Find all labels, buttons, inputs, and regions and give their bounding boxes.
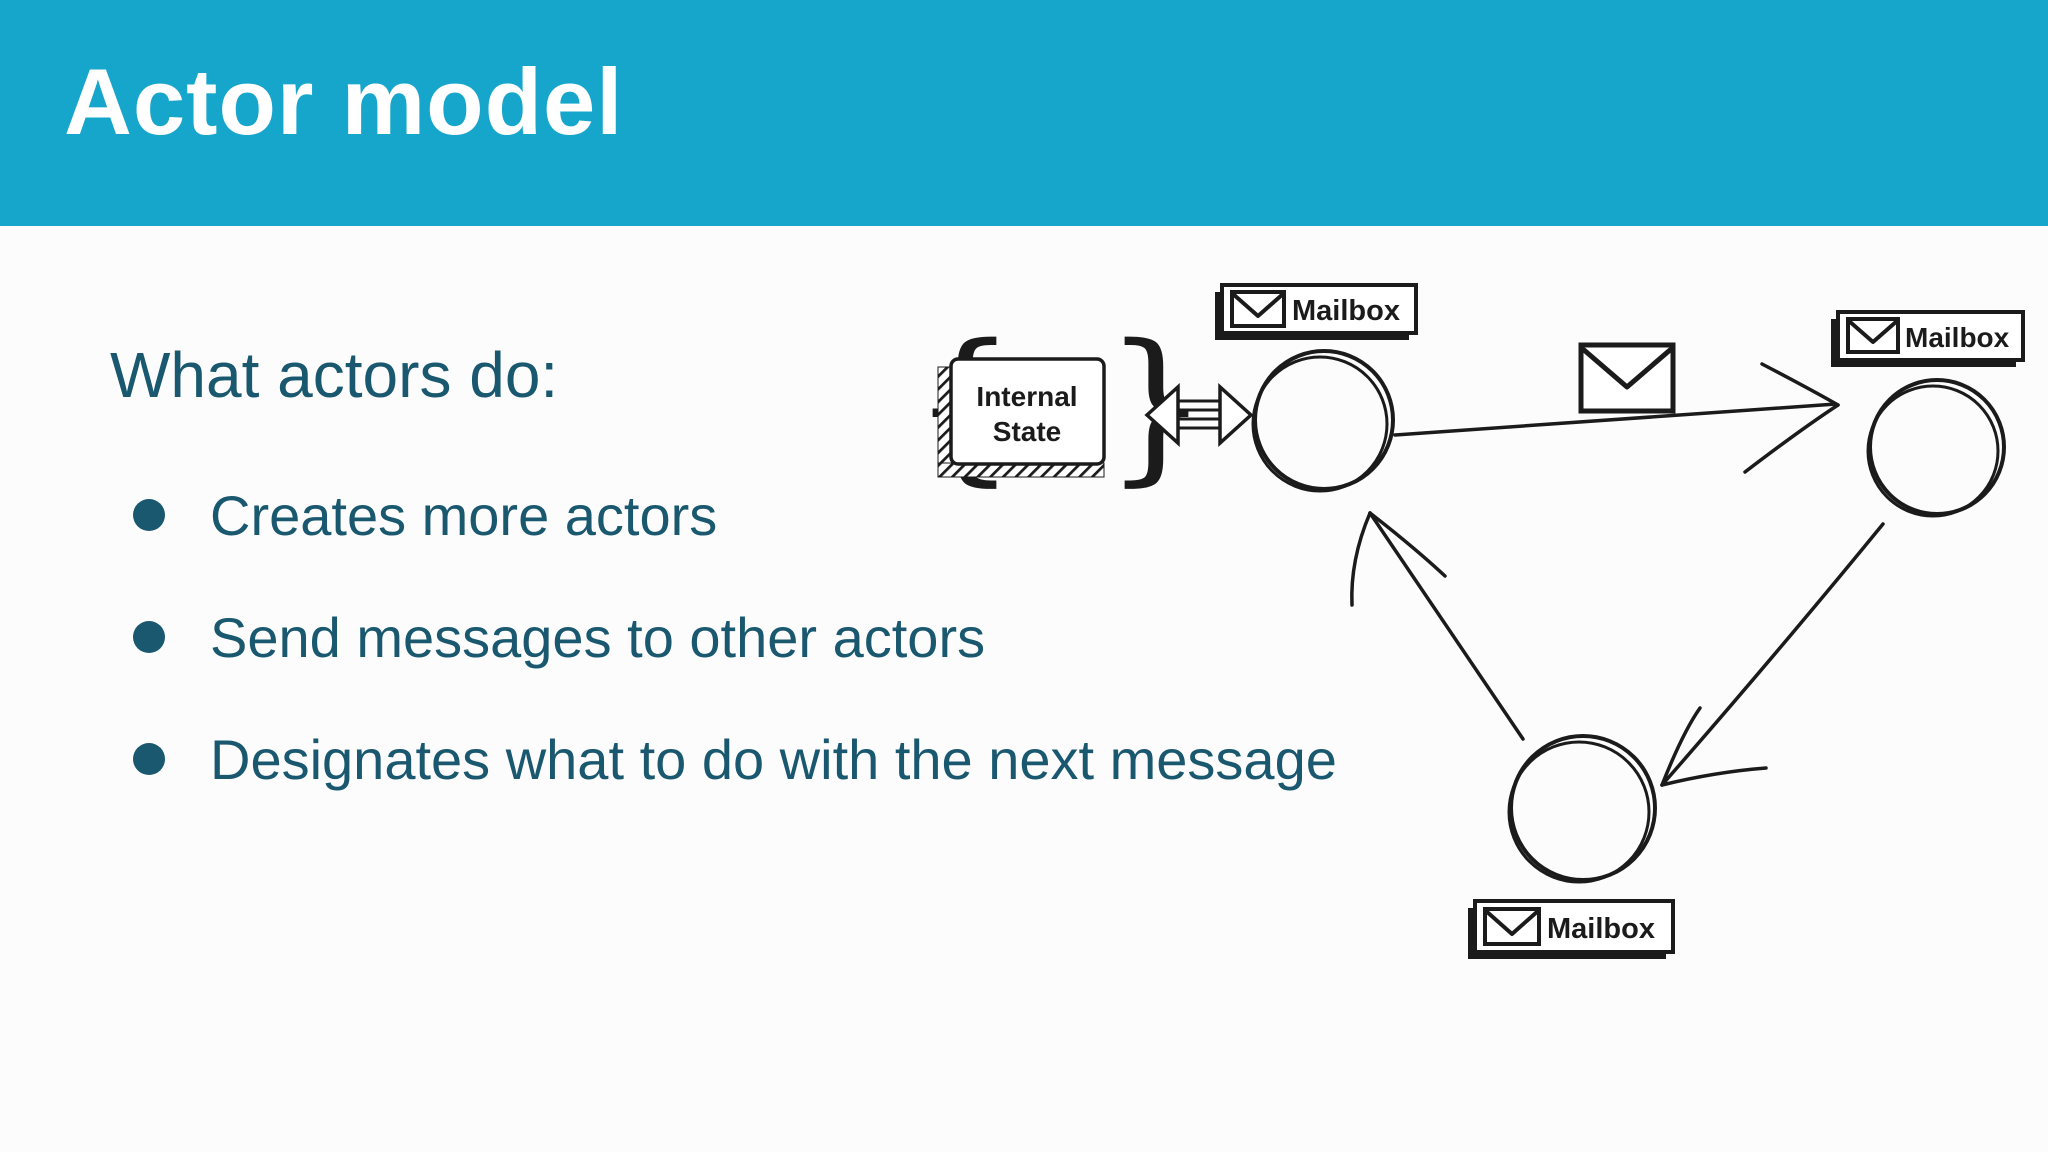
section-heading: What actors do: [110,339,559,411]
bullet-icon [133,499,165,531]
bullet-item: Creates more actors [133,482,1337,548]
arrowhead-left-icon [1144,383,1180,447]
internal-state-label: Internal [976,381,1077,412]
mailbox-bottom: Mailbox [1468,899,1675,959]
message-envelope-icon [1578,342,1676,414]
envelope-icon [1230,290,1286,328]
bullet-text: Designates what to do with the next mess… [210,727,1337,791]
internal-state-box [949,357,1106,466]
actor-bottom [1507,734,1657,884]
bullet-icon [133,621,165,653]
bullet-item: Send messages to other actors [133,604,1337,670]
mailbox-right: Mailbox [1831,310,2025,367]
state-actor-double-arrow [1144,383,1254,447]
internal-state-group: { } Internal State [912,309,1209,501]
actor-top [1251,349,1395,493]
mailbox-label: Mailbox [1547,913,1655,945]
page-title: Actor model [64,49,624,154]
internal-state-label: State [993,416,1061,447]
bullet-text: Creates more actors [210,483,718,547]
actor-right [1866,378,2006,518]
bullet-list: Creates more actors Send messages to oth… [133,482,1337,848]
mailbox-label: Mailbox [1292,295,1400,327]
bullet-text: Send messages to other actors [210,605,986,669]
arrow-right-to-bottom [1660,522,1885,787]
bullet-item: Designates what to do with the next mess… [133,726,1337,792]
envelope-icon [1846,317,1900,354]
actor-model-diagram: { } Internal State [912,283,2025,959]
slide-header: Actor model [0,0,2048,226]
bullet-icon [133,743,165,775]
mailbox-label: Mailbox [1905,322,2010,353]
arrowhead-right-icon [1218,383,1254,447]
arrow-top-to-right [1393,362,1840,474]
mailbox-top: Mailbox [1215,283,1418,340]
envelope-icon [1483,907,1541,946]
arrow-bottom-to-top [1350,511,1525,741]
